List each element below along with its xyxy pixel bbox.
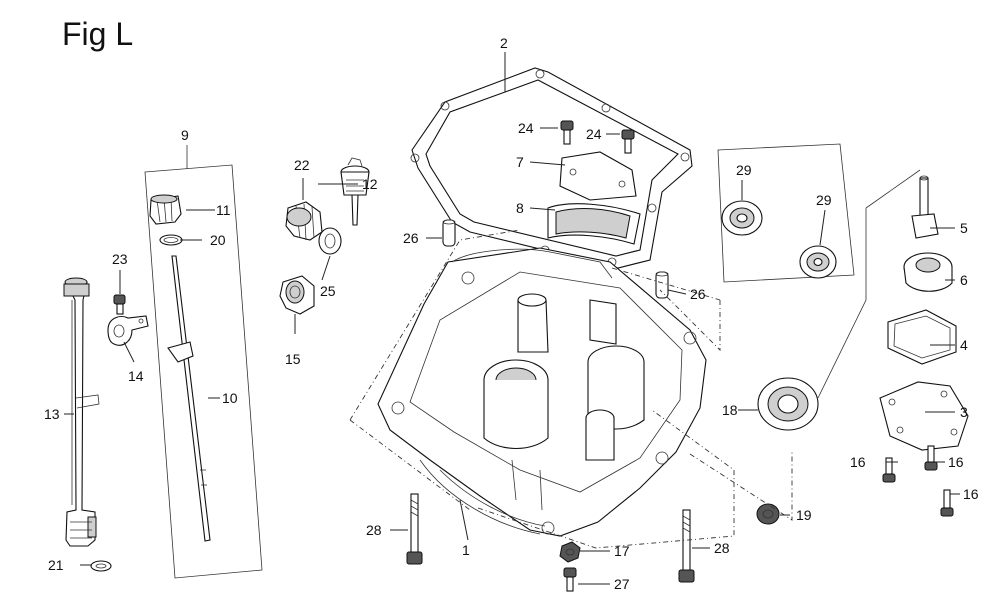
oil-sensor-12	[340, 157, 370, 226]
callout-24-b: 24	[586, 126, 602, 142]
callout-28-a: 28	[366, 522, 382, 538]
drain-plug-22	[285, 201, 323, 241]
bolt-24-right	[621, 129, 635, 154]
callout-8: 8	[516, 200, 524, 216]
callout-22: 22	[294, 157, 310, 173]
seal-19	[756, 503, 780, 525]
callout-26-b: 26	[690, 286, 706, 302]
callout-21: 21	[48, 557, 64, 573]
callout-16-c: 16	[963, 486, 979, 502]
callout-13: 13	[44, 406, 60, 422]
crankcase-1	[377, 247, 707, 537]
washer-25	[318, 227, 342, 255]
bolt-16-a	[882, 457, 896, 483]
governor-shaft-5	[911, 175, 939, 239]
callout-1: 1	[462, 542, 470, 558]
callout-12: 12	[362, 176, 378, 192]
bearing-29-left	[721, 200, 763, 236]
cover-group-bracket	[817, 169, 921, 399]
dipstick-group-bracket	[144, 145, 263, 579]
callout-11: 11	[216, 202, 231, 218]
callout-29-a: 29	[736, 162, 752, 178]
callout-24-a: 24	[518, 120, 534, 136]
bolt-16-c	[940, 489, 954, 517]
bolt-23	[113, 294, 126, 315]
callout-14: 14	[128, 368, 144, 384]
callout-3: 3	[960, 404, 968, 420]
nut-17	[559, 541, 581, 563]
dipstick-10	[167, 255, 211, 542]
leader-lines	[64, 52, 960, 585]
oil-filler-tube	[63, 277, 100, 547]
cover-3	[879, 381, 969, 451]
bearing-29-group-bracket	[717, 143, 855, 283]
dowel-pin-26-right	[655, 271, 669, 299]
callout-4: 4	[960, 337, 968, 353]
o-ring-20	[159, 234, 183, 246]
bearing-8	[547, 203, 641, 245]
dipstick-cap-11	[149, 194, 182, 225]
oil-seal-18	[757, 377, 819, 431]
bolt-24-left	[560, 120, 574, 145]
figure-title: Fig L	[62, 16, 134, 52]
callout-7: 7	[516, 154, 524, 170]
callout-2: 2	[500, 35, 508, 51]
bolt-27	[563, 567, 577, 592]
callout-26-a: 26	[403, 230, 419, 246]
callout-16-a: 16	[850, 454, 866, 470]
callout-5: 5	[960, 220, 968, 236]
callout-6: 6	[960, 272, 968, 288]
governor-gear-6	[903, 252, 953, 292]
callout-18: 18	[722, 402, 738, 418]
gasket-4	[887, 309, 957, 365]
callout-19: 19	[796, 507, 812, 523]
callout-20: 20	[210, 232, 226, 248]
bolt-16-b	[924, 445, 938, 471]
callout-29-b: 29	[816, 192, 832, 208]
callout-labels: 2 3 4 5 6 7 8 9 10 11 12 13 14 15 16 16 …	[44, 35, 979, 592]
plug-15	[279, 275, 315, 315]
o-ring-21	[90, 560, 112, 572]
callout-15: 15	[285, 351, 301, 367]
callout-9: 9	[181, 127, 189, 143]
callout-25: 25	[320, 283, 336, 299]
bolt-28-left	[406, 493, 423, 565]
callout-28-b: 28	[714, 540, 730, 556]
callout-10: 10	[222, 390, 238, 406]
plate-7	[559, 151, 637, 201]
dowel-pin-26-left	[442, 219, 456, 247]
assembly-lines	[349, 229, 793, 549]
callout-27: 27	[614, 576, 630, 592]
callout-16-b: 16	[948, 454, 964, 470]
bolt-28-right	[678, 509, 695, 583]
bearing-29-right	[799, 245, 837, 279]
clamp-14	[107, 315, 149, 346]
callout-17: 17	[614, 543, 630, 559]
callout-23: 23	[112, 251, 128, 267]
